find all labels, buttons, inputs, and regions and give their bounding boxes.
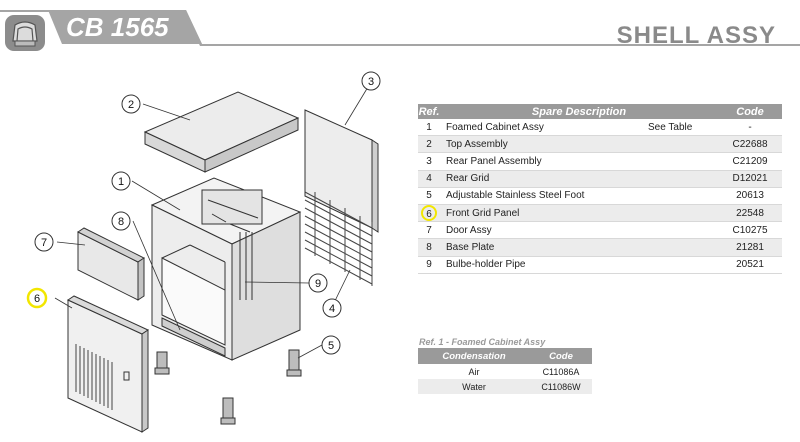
row-code: 20613 bbox=[736, 190, 764, 202]
table-row: Water C11086W bbox=[418, 379, 592, 394]
table-row: 7 Door Assy C10275 bbox=[418, 222, 782, 239]
row-ref: 2 bbox=[418, 135, 440, 153]
callout-5: 5 bbox=[321, 335, 341, 355]
callout-4: 4 bbox=[322, 298, 342, 318]
col-ref-header: Ref. bbox=[418, 104, 440, 119]
row-note bbox=[648, 153, 718, 170]
svg-text:6: 6 bbox=[34, 293, 40, 305]
svg-text:8: 8 bbox=[118, 216, 124, 228]
table-row: 3 Rear Panel Assembly C21209 bbox=[418, 153, 782, 171]
row-ref: 5 bbox=[426, 190, 432, 202]
svg-text:1: 1 bbox=[118, 176, 124, 188]
row-code: C11086A bbox=[542, 366, 580, 377]
table-row: Air C11086A bbox=[418, 364, 592, 379]
row-code: 20521 bbox=[736, 259, 764, 271]
row-desc: Rear Grid bbox=[440, 170, 648, 188]
row-code: 21281 bbox=[718, 238, 782, 256]
row-desc: Top Assembly bbox=[440, 135, 648, 153]
callout-9: 9 bbox=[308, 273, 328, 293]
row-desc: Rear Panel Assembly bbox=[446, 155, 542, 167]
table-row: 4 Rear Grid D12021 bbox=[418, 170, 782, 188]
row-desc: Door Assy bbox=[446, 224, 492, 236]
svg-text:3: 3 bbox=[368, 76, 374, 88]
door-part bbox=[77, 227, 145, 301]
callout-3: 3 bbox=[361, 71, 381, 91]
col-desc-header: Spare Description bbox=[440, 104, 718, 119]
condensation-table-header: Condensation Code bbox=[418, 348, 592, 364]
callout-7: 7 bbox=[34, 232, 54, 252]
svg-text:9: 9 bbox=[315, 278, 321, 290]
row-ref: 8 bbox=[418, 238, 440, 256]
table-row-highlighted: 6 Front Grid Panel 22548 bbox=[418, 204, 782, 222]
header-bar bbox=[0, 10, 800, 46]
row-code: 22548 bbox=[718, 204, 782, 222]
col-code-header: Code bbox=[718, 104, 782, 119]
callout-2: 2 bbox=[121, 94, 141, 114]
section-title: SHELL ASSY bbox=[616, 22, 776, 49]
rear-panel-part bbox=[304, 109, 379, 233]
row-code: C22688 bbox=[718, 135, 782, 153]
row-desc: Base Plate bbox=[440, 238, 648, 256]
table-row: 9 Bulbe-holder Pipe 20521 bbox=[418, 256, 782, 274]
row-note bbox=[648, 204, 718, 222]
parts-table: Ref. Spare Description Code 1 Foamed Cab… bbox=[418, 104, 782, 274]
row-ref: 1 bbox=[426, 121, 432, 133]
row-ref: 3 bbox=[426, 155, 432, 167]
row-condensation: Water bbox=[418, 379, 530, 394]
callout-6: 6 bbox=[26, 287, 48, 309]
row-ref: 4 bbox=[418, 170, 440, 188]
row-code: D12021 bbox=[718, 170, 782, 188]
base-plate-part bbox=[161, 317, 226, 357]
row-ref: 9 bbox=[426, 259, 432, 271]
svg-text:2: 2 bbox=[128, 99, 134, 111]
row-desc: Foamed Cabinet Assy bbox=[446, 121, 544, 133]
col-code-header: Code bbox=[530, 348, 592, 364]
svg-text:7: 7 bbox=[41, 237, 47, 249]
row-code: C11086W bbox=[530, 379, 592, 394]
row-code: C21209 bbox=[732, 155, 768, 167]
table-row: 8 Base Plate 21281 bbox=[418, 238, 782, 256]
row-note bbox=[648, 222, 718, 239]
row-note bbox=[648, 135, 718, 153]
callout-8: 8 bbox=[111, 211, 131, 231]
row-code: - bbox=[748, 121, 752, 133]
row-ref: 7 bbox=[426, 224, 432, 236]
parts-table-header: Ref. Spare Description Code bbox=[418, 104, 782, 119]
row-ref-highlighted: 6 bbox=[418, 204, 440, 222]
condensation-table: Condensation Code Air C11086A Water C110… bbox=[418, 348, 592, 394]
row-code: C10275 bbox=[732, 224, 768, 236]
row-desc: Bulbe-holder Pipe bbox=[446, 259, 526, 271]
feet-part bbox=[154, 349, 302, 425]
table-row: 1 Foamed Cabinet Assy See Table - bbox=[418, 119, 782, 136]
row-note: See Table bbox=[648, 121, 693, 133]
front-grid-panel-part bbox=[66, 295, 150, 433]
ice-machine-logo-icon bbox=[3, 13, 47, 53]
row-desc: Adjustable Stainless Steel Foot bbox=[446, 190, 585, 202]
sub-table-caption: Ref. 1 - Foamed Cabinet Assy bbox=[419, 337, 546, 347]
svg-text:4: 4 bbox=[329, 303, 335, 315]
row-note bbox=[648, 187, 718, 204]
table-row: 2 Top Assembly C22688 bbox=[418, 135, 782, 153]
callout-1: 1 bbox=[111, 171, 131, 191]
row-note bbox=[648, 238, 718, 256]
exploded-view-diagram: 1 2 3 4 5 6 7 8 9 bbox=[26, 71, 381, 433]
highlight-circle: 6 bbox=[421, 205, 437, 222]
row-desc: Front Grid Panel bbox=[440, 204, 648, 222]
svg-text:5: 5 bbox=[328, 340, 334, 352]
row-condensation: Air bbox=[468, 366, 480, 377]
col-condensation-header: Condensation bbox=[418, 348, 530, 364]
row-note bbox=[648, 170, 718, 188]
model-name: CB 1565 bbox=[66, 12, 169, 42]
top-panel-part bbox=[143, 91, 300, 173]
rear-grid-part bbox=[304, 191, 373, 286]
cabinet-part bbox=[150, 177, 302, 361]
table-row: 5 Adjustable Stainless Steel Foot 20613 bbox=[418, 187, 782, 205]
row-note bbox=[648, 256, 718, 273]
